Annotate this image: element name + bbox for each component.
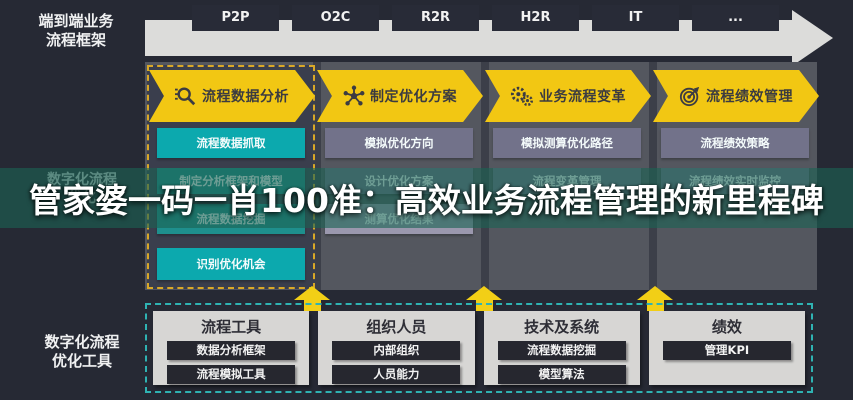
group-item-model-algorithms: 模型算法 <box>497 365 626 384</box>
phase-chevron-data-analysis: 流程数据分析 <box>149 70 315 122</box>
phase2-item-simulate-direction: 模拟优化方向 <box>325 128 473 158</box>
sidebar-label-line: 流程框架 <box>45 30 106 49</box>
sidebar-label-line: 优化工具 <box>51 351 112 370</box>
optimization-tools-zone: 流程工具 数据分析框架 流程模拟工具 组织人员 内部组织 人员能力 技术及系统 … <box>145 303 813 393</box>
phase3-item-optimize-path: 模拟测算优化路径 <box>493 128 641 158</box>
sidebar-label-line: 数字化流程 <box>44 333 120 351</box>
phase-chevron-process-change: 业务流程变革 <box>485 70 651 122</box>
up-arrow <box>466 286 502 311</box>
phase1-item-identify-opportunities: 识别优化机会 <box>157 248 305 280</box>
headline-banner: 管家婆一码一肖100准：高效业务流程管理的新里程碑 <box>0 168 853 228</box>
group-item-data-mining: 流程数据挖掘 <box>497 341 626 360</box>
sidebar-label-optimization-tools: 数字化流程 优化工具 <box>26 333 138 371</box>
group-title: 绩效 <box>711 318 742 336</box>
sidebar-label-line: 端到端业务 <box>38 12 114 30</box>
group-title: 流程工具 <box>201 318 262 336</box>
phase-chevron-performance-mgmt: 流程绩效管理 <box>653 70 819 122</box>
phase4-item-performance-strategy: 流程绩效策略 <box>661 128 809 158</box>
phase1-item-data-capture: 流程数据抓取 <box>157 128 305 158</box>
up-arrow <box>637 286 673 311</box>
group-item-internal-org: 内部组织 <box>332 341 461 360</box>
phase-label: 流程数据分析 <box>202 89 289 105</box>
up-arrow-head <box>466 286 502 300</box>
flow-segment-it: IT <box>592 5 679 31</box>
network-icon <box>343 85 365 106</box>
flow-segment-p2p: P2P <box>192 5 279 31</box>
up-arrow-stem <box>646 300 664 311</box>
search-icon <box>175 87 196 106</box>
group-process-tools: 流程工具 数据分析框架 流程模拟工具 <box>153 311 310 385</box>
group-item-analysis-framework: 数据分析框架 <box>167 341 296 360</box>
up-arrow-head <box>637 286 673 300</box>
flow-segment-h2r: H2R <box>492 5 579 31</box>
group-item-people-capability: 人员能力 <box>332 365 461 384</box>
gears-icon <box>510 86 533 107</box>
e2e-flow-arrow-head <box>792 10 833 66</box>
group-title: 组织人员 <box>366 318 427 336</box>
phase-label: 制定优化方案 <box>370 89 457 105</box>
group-performance: 绩效 管理KPI <box>648 311 805 385</box>
group-title: 技术及系统 <box>524 318 600 336</box>
flow-segment-o2c: O2C <box>292 5 379 31</box>
phase-chevron-optimization-plan: 制定优化方案 <box>317 70 483 122</box>
phase-label: 业务流程变革 <box>539 89 626 105</box>
up-arrow-head <box>294 286 330 300</box>
up-arrow-stem <box>303 300 321 311</box>
target-icon <box>679 86 700 107</box>
group-item-manage-kpi: 管理KPI <box>662 341 791 360</box>
flow-segment-r2r: R2R <box>392 5 479 31</box>
flow-segment-more: ... <box>692 5 779 31</box>
up-arrow <box>294 286 330 311</box>
sidebar-label-e2e-framework: 端到端业务 流程框架 <box>20 12 132 50</box>
group-item-simulation-tools: 流程模拟工具 <box>167 365 296 384</box>
headline-text: 管家婆一码一肖100准：高效业务流程管理的新里程碑 <box>29 181 824 220</box>
group-tech-systems: 技术及系统 流程数据挖掘 模型算法 <box>483 311 640 385</box>
phase-label: 流程绩效管理 <box>706 89 793 105</box>
up-arrow-stem <box>475 300 493 311</box>
group-organization-people: 组织人员 内部组织 人员能力 <box>318 311 475 385</box>
